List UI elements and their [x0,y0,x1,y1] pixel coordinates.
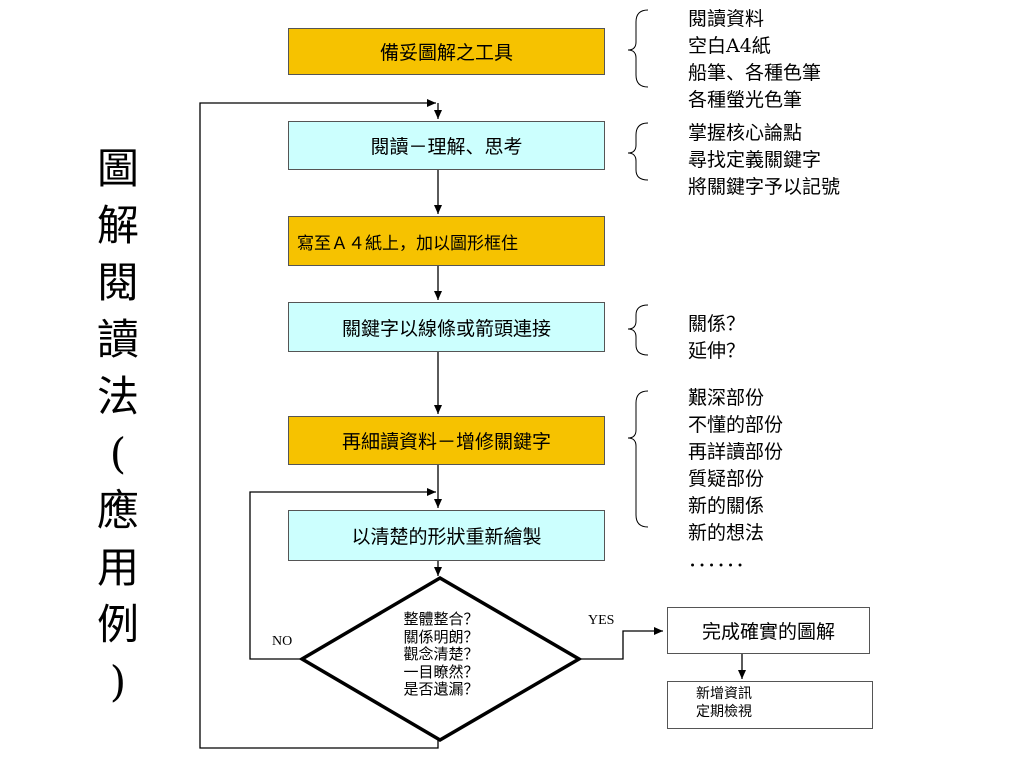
step-prepare-tools: 備妥圖解之工具 [288,28,605,75]
title-char: 例 [96,600,139,649]
followup-tasks: 新增資訊 定期檢視 [667,681,873,729]
notes-connect: 關係？ 延伸？ [688,311,745,365]
title-char: 法 [96,372,139,421]
note-item: 質疑部份 [688,468,765,490]
title-char: 解 [96,201,139,250]
title-char: 圖 [96,144,139,193]
title-char: ) [109,657,127,706]
title-char: ( [109,429,127,478]
note-item: 再詳讀部份 [688,441,784,463]
decision-diamond [298,575,583,743]
yes-path-line [579,627,663,660]
no-label: NO [272,634,293,649]
title-char: 讀 [96,315,139,364]
step-write-a4: 寫至Ａ４紙上，加以圖形框住 [288,216,605,266]
decision-questions: 整體整合？ 關係明朗？ 觀念清楚？ 一目瞭然？ 是否遺漏？ [360,610,522,699]
title-char: 應 [96,486,139,535]
followup-line: 新增資訊 [696,686,752,702]
note-item: 新的想法 [688,522,765,544]
bracket-reread [627,390,649,528]
title-char: 用 [96,543,139,592]
decision-line: 是否遺漏？ [403,680,479,698]
bracket-tools [627,9,649,88]
notes-reread: 艱深部份 不懂的部份 再詳讀部份 質疑部份 新的關係 新的想法 ．．．．．． [688,385,783,574]
followup-line: 定期檢視 [696,704,752,720]
note-item: 關係？ [688,313,746,335]
step-read-understand: 閱讀－理解、思考 [288,121,605,170]
notes-reading: 掌握核心論點 尋找定義關鍵字 將關鍵字予以記號 [688,120,840,201]
note-item: 掌握核心論點 [688,122,803,144]
title-char: 閱 [96,258,139,307]
note-item: 新的關係 [688,495,765,517]
note-item: ．．．．．． [688,549,755,571]
yes-label: YES [588,613,615,628]
note-item: 尋找定義關鍵字 [688,149,822,171]
note-item: 延伸？ [688,340,746,362]
bracket-connect [627,304,649,356]
note-item: 不懂的部份 [688,414,784,436]
note-item: 船筆、各種色筆 [688,62,822,84]
bracket-reading [627,122,649,181]
step-reread-refine: 再細讀資料－增修關鍵字 [288,416,605,465]
result-complete-diagram: 完成確實的圖解 [667,607,870,654]
note-item: 各種螢光色筆 [688,89,803,111]
decision-line: 關係明朗？ [403,627,479,646]
page-title: 圖解閱讀法 ( 應用例) [92,140,144,710]
note-item: 閱讀資料 [688,8,765,30]
decision-line: 觀念清楚？ [403,645,479,663]
step-redraw: 以清楚的形狀重新繪製 [288,510,605,561]
note-item: 艱深部份 [688,387,765,409]
note-item: 空白A4紙 [688,35,771,57]
notes-tools: 閱讀資料 空白A4紙 船筆、各種色筆 各種螢光色筆 [688,6,821,114]
note-item: 將關鍵字予以記號 [688,176,841,198]
decision-line: 一目瞭然？ [403,662,479,681]
step-connect-keywords: 關鍵字以線條或箭頭連接 [288,302,605,352]
no-loop-line [249,488,436,660]
decision-line: 整體整合？ [403,610,479,628]
